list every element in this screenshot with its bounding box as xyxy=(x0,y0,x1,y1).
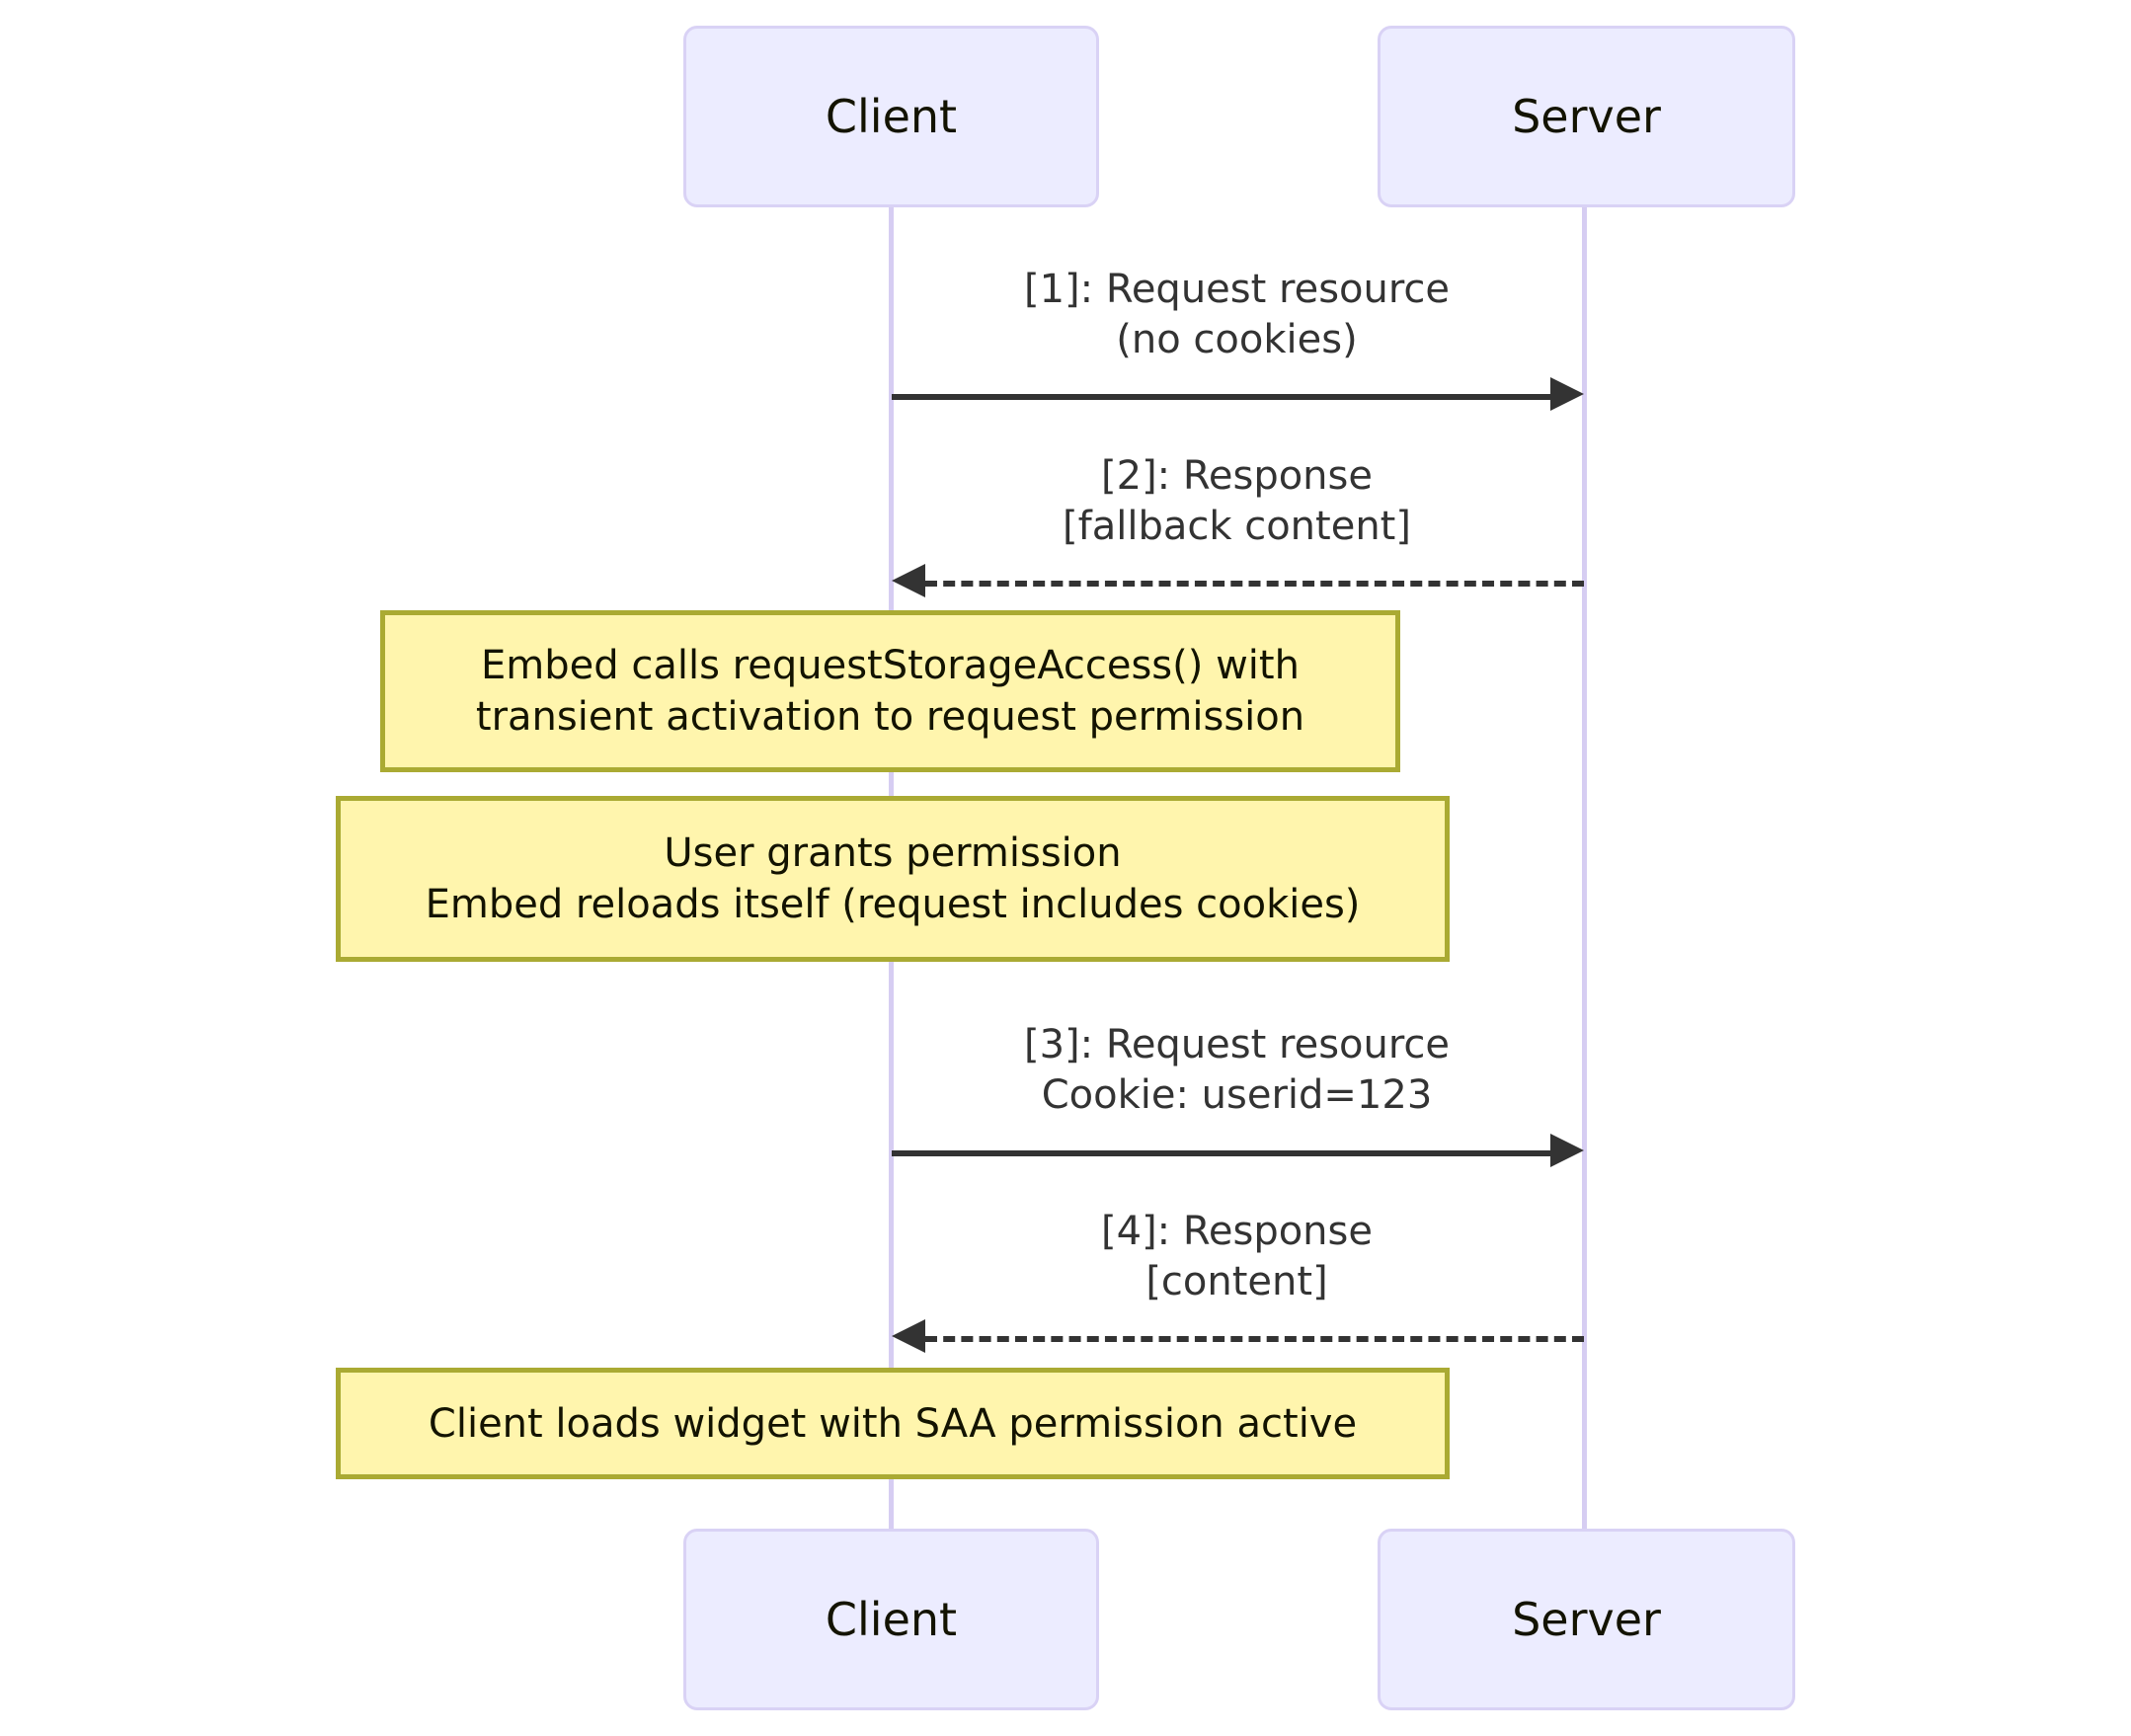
message-2-label: [2]: Response [fallback content] xyxy=(1063,453,1411,549)
message-2-line xyxy=(925,581,1584,587)
participant-client-bottom-label: Client xyxy=(825,1593,958,1646)
note-2-text: User grants permission Embed reloads its… xyxy=(425,830,1361,927)
note-client-loads-widget: Client loads widget with SAA permission … xyxy=(336,1368,1450,1479)
message-3-label: [3]: Request resource Cookie: userid=123 xyxy=(1023,1022,1451,1118)
message-2-arrowhead xyxy=(892,564,925,597)
note-3-text: Client loads widget with SAA permission … xyxy=(428,1400,1358,1447)
note-user-grants-permission: User grants permission Embed reloads its… xyxy=(336,796,1450,962)
message-1-label: [1]: Request resource (no cookies) xyxy=(1023,267,1451,362)
note-embed-calls-requeststorageaccess: Embed calls requestStorageAccess() with … xyxy=(380,610,1400,772)
message-1-line xyxy=(892,394,1550,400)
note-1-text: Embed calls requestStorageAccess() with … xyxy=(475,643,1305,740)
message-1-arrowhead xyxy=(1550,377,1584,411)
message-3-arrowhead xyxy=(1550,1134,1584,1167)
message-3-line xyxy=(892,1150,1550,1156)
message-4-label: [4]: Response [content] xyxy=(1101,1209,1373,1304)
message-4-arrowhead xyxy=(892,1319,925,1353)
message-4-line xyxy=(925,1336,1584,1342)
lifeline-server xyxy=(1582,207,1587,1531)
participant-client-top-label: Client xyxy=(825,90,958,143)
participant-server-top[interactable]: Server xyxy=(1378,26,1795,207)
participant-server-bottom-label: Server xyxy=(1512,1593,1661,1646)
participant-client-bottom[interactable]: Client xyxy=(683,1529,1099,1710)
participant-server-top-label: Server xyxy=(1512,90,1661,143)
participant-client-top[interactable]: Client xyxy=(683,26,1099,207)
participant-server-bottom[interactable]: Server xyxy=(1378,1529,1795,1710)
